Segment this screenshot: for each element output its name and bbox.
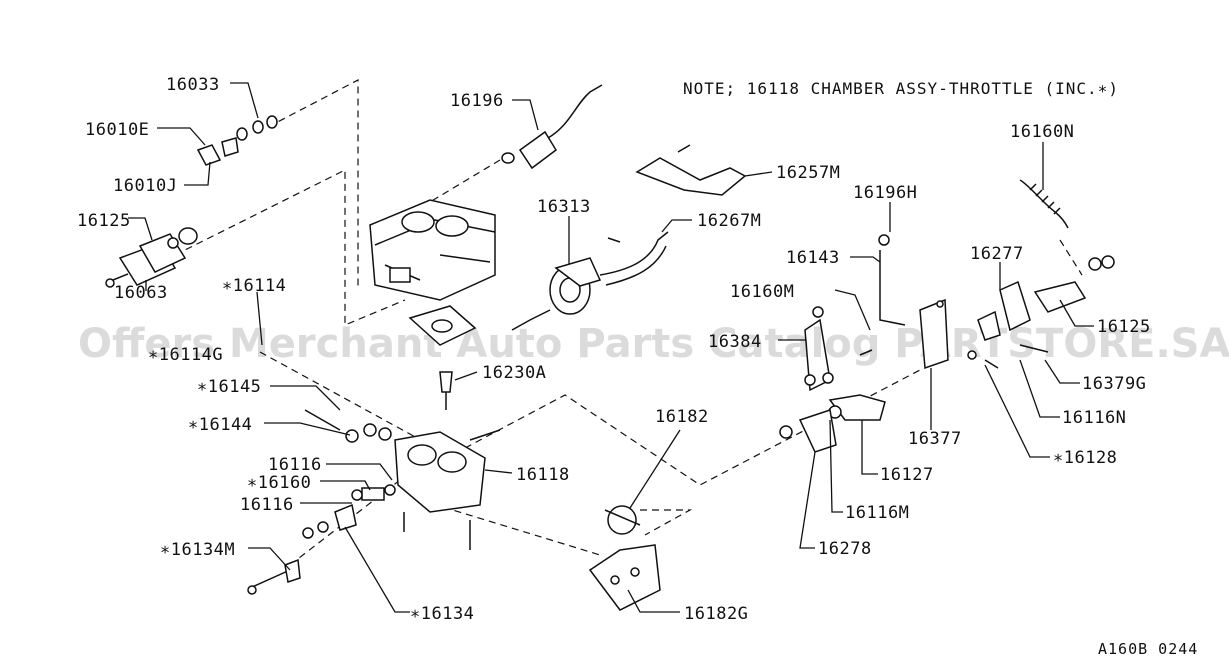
label-16116-a: 16116 [268,455,322,475]
label-16277: 16277 [970,244,1024,264]
diagram-note: NOTE; 16118 CHAMBER ASSY-THROTTLE (INC.∗… [683,79,1119,98]
part-labels: 16033 16010E 16010J 16125 16063 ∗16114 ∗… [77,75,1151,624]
label-16116-b: 16116 [240,495,294,515]
label-16160: ∗16160 [247,473,311,493]
leader-lines [128,82,1094,613]
label-16257M: 16257M [776,163,840,183]
label-16267M: 16267M [697,211,761,231]
label-16143: 16143 [786,248,840,268]
label-16010E: 16010E [85,120,149,140]
drawing-code: A160B 0244 [1098,640,1198,658]
label-16118: 16118 [516,465,570,485]
label-16144: ∗16144 [188,415,252,435]
label-16145: ∗16145 [197,377,261,397]
label-16196H: 16196H [853,183,917,203]
label-16125-right: 16125 [1097,317,1151,337]
label-16384: 16384 [708,332,762,352]
label-16114G: ∗16114G [148,345,223,365]
label-16230A: 16230A [482,363,546,383]
label-16196: 16196 [450,91,504,111]
label-16127: 16127 [880,465,934,485]
label-16114: ∗16114 [222,276,286,296]
label-16182G: 16182G [684,604,748,624]
label-16033: 16033 [166,75,220,95]
watermark: Offers Merchant Auto Parts Catalog PARTS… [78,321,1229,367]
label-16128: ∗16128 [1053,448,1117,468]
label-16313: 16313 [537,197,591,217]
label-16377: 16377 [908,429,962,449]
label-16134: ∗16134 [410,604,474,624]
label-16182: 16182 [655,407,709,427]
label-16116M: 16116M [845,503,909,523]
label-16379G: 16379G [1082,374,1146,394]
label-16278: 16278 [818,539,872,559]
label-16116N: 16116N [1062,408,1126,428]
label-16134M: ∗16134M [160,540,235,560]
label-16160M: 16160M [730,282,794,302]
parts-artwork [105,84,1115,611]
label-16125-left: 16125 [77,211,131,231]
label-16010J: 16010J [113,176,177,196]
label-16160N: 16160N [1010,122,1074,142]
label-16063: 16063 [114,283,168,303]
